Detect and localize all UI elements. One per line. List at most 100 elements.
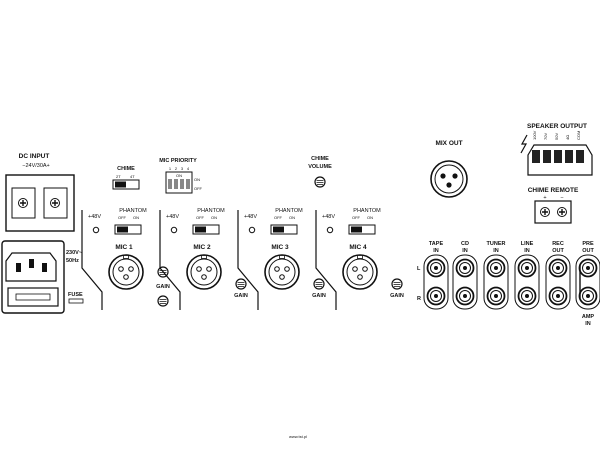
- gain-knob[interactable]: [391, 278, 403, 290]
- gain-knob[interactable]: [235, 278, 247, 290]
- input-label-line2: OUT: [552, 248, 564, 254]
- dc-input-title: DC INPUT: [19, 153, 50, 160]
- speaker-terminal-label: 70V: [543, 133, 548, 140]
- pre-out-jack[interactable]: [578, 258, 598, 278]
- phantom-led: [248, 226, 256, 234]
- input-label-line1: TUNER: [487, 241, 506, 247]
- tape-in-left-jack[interactable]: [426, 258, 446, 278]
- amp-in-jack[interactable]: [578, 286, 598, 306]
- chime-remote-minus: −: [560, 195, 563, 201]
- gain-label: GAIN: [156, 284, 170, 290]
- input-label-line2: IN: [493, 248, 499, 254]
- right-channel-label: R: [417, 296, 421, 302]
- watermark: www.tst.pl: [289, 434, 307, 439]
- xlr-ring-icon: [434, 164, 464, 194]
- chime-remote-terminal[interactable]: [534, 200, 572, 224]
- mic-channel-2: +48V PHANTOM OFF ON MIC 2 GAIN: [159, 208, 248, 310]
- line-in-right-jack[interactable]: [517, 286, 537, 306]
- dip-on-label: ON: [194, 177, 200, 182]
- line-in-left-jack[interactable]: [517, 258, 537, 278]
- phantom-title: PHANTOM: [275, 208, 303, 214]
- cd-in-right-jack[interactable]: [455, 286, 475, 306]
- phantom-switch[interactable]: [114, 224, 142, 235]
- speaker-terminal-label: COM: [576, 131, 581, 140]
- xlr-pin-icon: [446, 182, 452, 188]
- left-channel-label: L: [417, 266, 421, 272]
- mic-priority-number: 3: [181, 166, 184, 171]
- tuner-in-right-jack[interactable]: [486, 286, 506, 306]
- gain-knob-lower[interactable]: [157, 295, 169, 307]
- mic-priority-title: MIC PRIORITY: [159, 158, 197, 164]
- speaker-terminal-com[interactable]: [576, 150, 584, 163]
- input-label-line1: CD: [461, 241, 469, 247]
- dip-off-label: OFF: [194, 186, 203, 191]
- cd-in-left-jack[interactable]: [455, 258, 475, 278]
- phantom-led: [326, 226, 334, 234]
- phantom-on-label: ON: [211, 215, 217, 220]
- mains-voltage: 230V~: [66, 250, 82, 256]
- phantom-led: [92, 226, 100, 234]
- speaker-terminal-70v[interactable]: [543, 150, 551, 163]
- screw-icon: [539, 206, 551, 218]
- phantom-switch[interactable]: [348, 224, 376, 235]
- dip-lever-1[interactable]: [168, 179, 172, 189]
- socket-pin-icon: [29, 259, 34, 268]
- mic-priority-dip-switch[interactable]: [165, 171, 193, 194]
- mic-priority-number: 2: [175, 166, 178, 171]
- phantom-title: PHANTOM: [197, 208, 225, 214]
- phantom-led: [170, 226, 178, 234]
- dip-lever-2[interactable]: [174, 179, 178, 189]
- phantom-switch[interactable]: [192, 224, 220, 235]
- mic-channel-4: +48V PHANTOM OFF ON MIC 4 GAIN: [315, 208, 404, 310]
- mix-out-label: MIX OUT: [435, 140, 462, 147]
- speaker-terminal-50v[interactable]: [554, 150, 562, 163]
- chime-title: CHIME: [117, 166, 135, 172]
- phantom-off-label: OFF: [196, 215, 205, 220]
- chime-section: CHIME 2T 4T: [112, 166, 140, 190]
- mic-xlr-input[interactable]: [108, 254, 144, 290]
- channel-divider: [81, 210, 103, 310]
- fuse-icon: [15, 293, 51, 301]
- mic-priority-section: MIC PRIORITY 1 2 3 4 ON ON OFF: [159, 158, 203, 194]
- phantom-48v-label: +48V: [166, 214, 179, 220]
- mic-label: MIC 1: [115, 244, 133, 251]
- speaker-terminal-4ohm[interactable]: [565, 150, 573, 163]
- chime-volume-knob[interactable]: [314, 176, 326, 188]
- phantom-switch[interactable]: [270, 224, 298, 235]
- chime-volume-section: CHIME VOLUME: [308, 156, 332, 188]
- mic-label: MIC 4: [349, 244, 367, 251]
- chime-2t-label: 2T: [116, 174, 121, 179]
- tuner-in-left-jack[interactable]: [486, 258, 506, 278]
- mic-xlr-input[interactable]: [342, 254, 378, 290]
- mic-channel-1: +48V PHANTOM OFF ON MIC 1 GAIN: [81, 208, 170, 310]
- speaker-terminal-100v[interactable]: [532, 150, 540, 163]
- dip-lever-4[interactable]: [186, 179, 190, 189]
- phantom-48v-label: +48V: [244, 214, 257, 220]
- rec-out-right-jack[interactable]: [548, 286, 568, 306]
- line-io-section: L R TAPE IN CD IN TUNER IN LINE IN REC O…: [417, 241, 600, 327]
- dip-lever-3[interactable]: [180, 179, 184, 189]
- phantom-on-label: ON: [367, 215, 373, 220]
- phantom-title: PHANTOM: [353, 208, 381, 214]
- mic-channel-3: +48V PHANTOM OFF ON MIC 3 GAIN: [237, 208, 326, 310]
- phantom-off-label: OFF: [118, 215, 127, 220]
- tape-in-right-jack[interactable]: [426, 286, 446, 306]
- input-label-line1: REC: [552, 241, 564, 247]
- mic-label: MIC 3: [271, 244, 289, 251]
- rec-out-left-jack[interactable]: [548, 258, 568, 278]
- mic-xlr-input[interactable]: [264, 254, 300, 290]
- speaker-output-section: SPEAKER OUTPUT 100V 70V 50V 4Ω COM: [520, 123, 593, 176]
- lightning-warning-icon: [520, 134, 528, 154]
- xlr-pin-icon: [440, 173, 446, 179]
- mains-frequency: 50Hz: [66, 258, 79, 264]
- chime-remote-section: CHIME REMOTE + −: [528, 187, 579, 224]
- phantom-48v-label: +48V: [322, 214, 335, 220]
- mic-xlr-input[interactable]: [186, 254, 222, 290]
- screw-icon: [556, 206, 568, 218]
- chime-volume-title-2: VOLUME: [308, 164, 332, 170]
- phantom-title: PHANTOM: [119, 208, 147, 214]
- mic-priority-number: 4: [187, 166, 190, 171]
- dc-input-rating: −24V/30A+: [22, 163, 50, 169]
- gain-knob[interactable]: [313, 278, 325, 290]
